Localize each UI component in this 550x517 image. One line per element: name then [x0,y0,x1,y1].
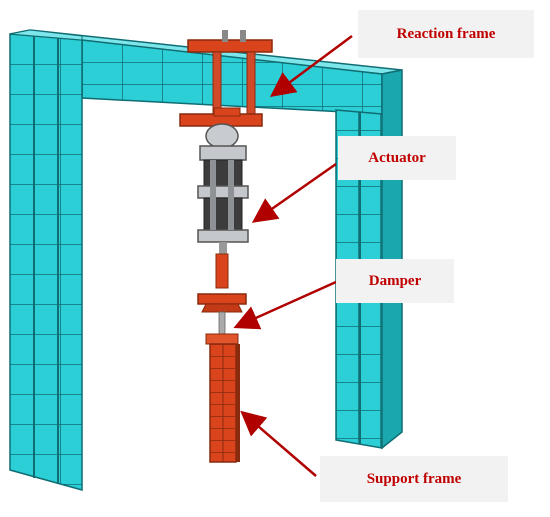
label-reaction-frame: Reaction frame [358,10,534,58]
actuator [197,123,249,254]
arrow-reaction-frame [269,34,353,97]
support-frame [205,333,240,463]
arrow-actuator [251,162,337,223]
damper-assembly [197,253,247,335]
reaction-head-assembly [179,30,273,127]
label-actuator: Actuator [338,136,456,180]
arrow-support-frame [240,410,317,477]
label-support-frame: Support frame [320,456,508,502]
label-damper: Damper [336,259,454,303]
arrow-damper [233,280,337,330]
label-arrows [233,34,353,477]
